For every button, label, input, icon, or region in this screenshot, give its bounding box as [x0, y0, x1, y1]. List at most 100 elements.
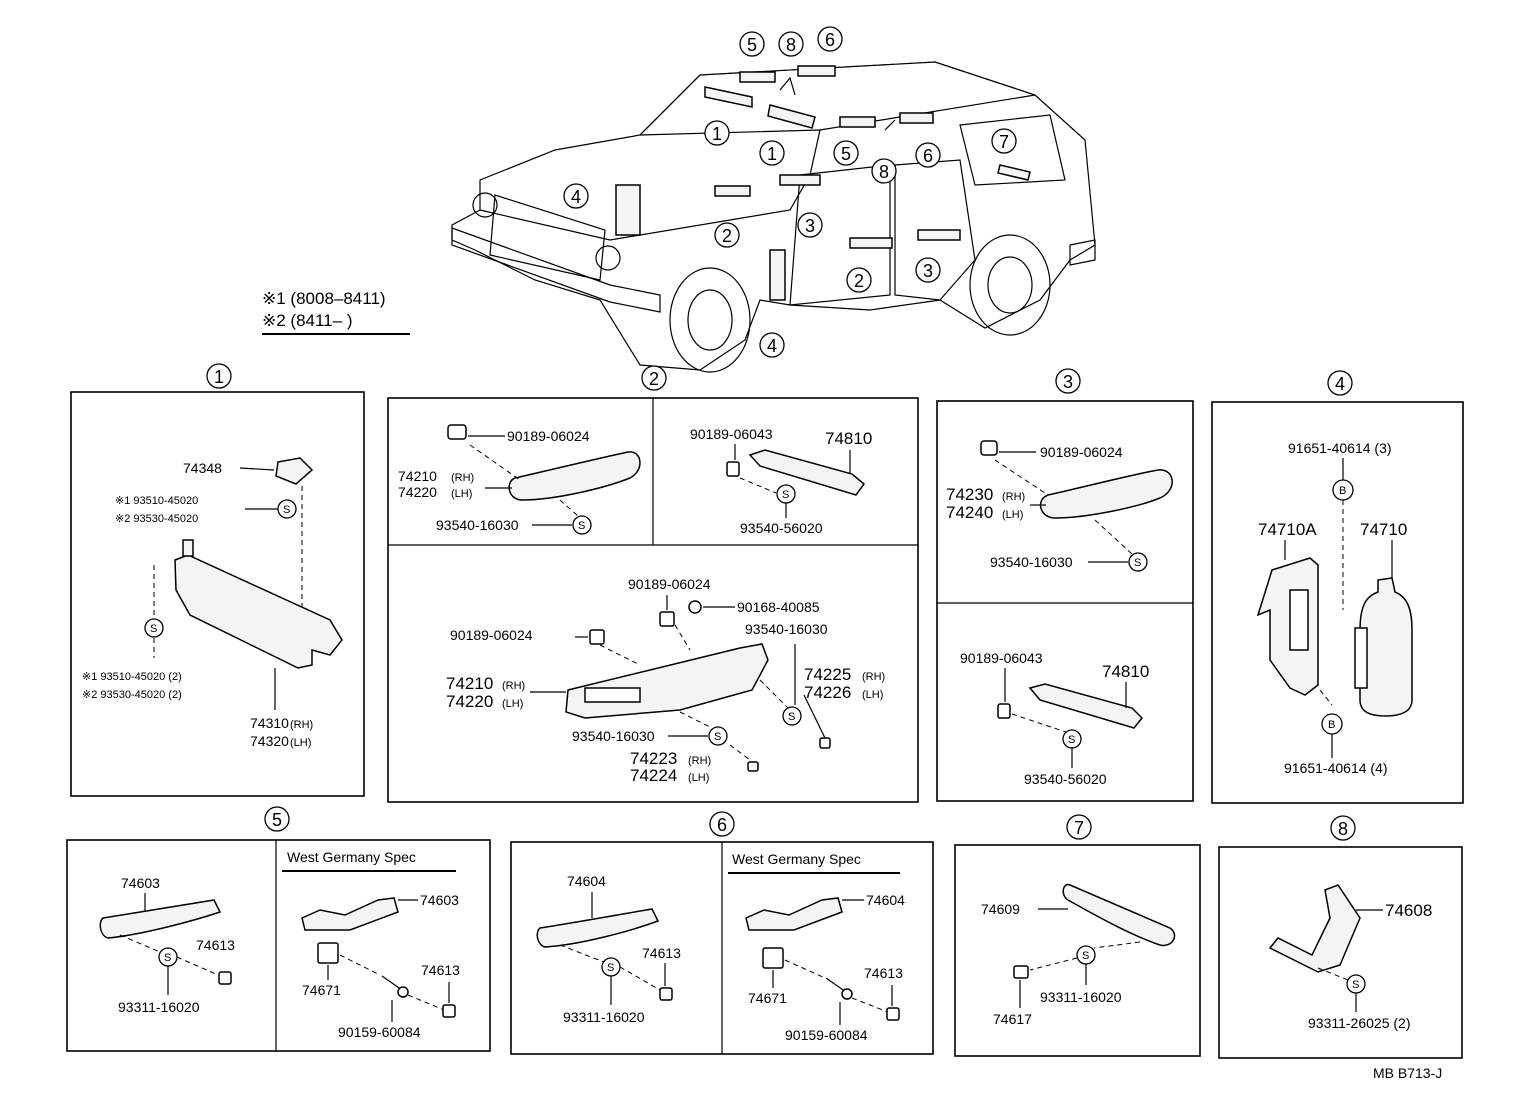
- svg-text:S: S: [283, 504, 290, 516]
- svg-text:93540-16030: 93540-16030: [436, 517, 519, 533]
- section-1-sun-visor: 1 74348 ※1 93510-45020 ※2 93530-45020 S …: [70, 363, 365, 797]
- svg-text:1: 1: [712, 124, 722, 144]
- svg-text:74220: 74220: [398, 484, 437, 500]
- svg-text:West Germany Spec: West Germany Spec: [287, 849, 416, 865]
- overview-callouts: 5 8 6 1 1 5 8 6 7 4 2 3 2 3 4: [563, 26, 1017, 358]
- svg-text:8: 8: [786, 35, 796, 55]
- svg-text:93540-56020: 93540-56020: [1024, 771, 1107, 787]
- vehicle-illustration: [451, 61, 1096, 373]
- svg-text:B: B: [1328, 719, 1335, 731]
- visor-holder: [275, 457, 314, 485]
- svg-text:74613: 74613: [196, 937, 235, 953]
- svg-text:90189-06043: 90189-06043: [690, 426, 773, 442]
- svg-text:74671: 74671: [748, 990, 787, 1006]
- svg-text:(RH): (RH): [1002, 491, 1025, 503]
- svg-text:6: 6: [825, 30, 835, 50]
- svg-text:S: S: [1134, 557, 1141, 569]
- sun-visor: [174, 554, 343, 669]
- svg-text:(RH): (RH): [502, 680, 525, 692]
- svg-text:5: 5: [747, 35, 757, 55]
- svg-text:74613: 74613: [642, 945, 681, 961]
- svg-text:2: 2: [854, 271, 864, 291]
- svg-text:(RH): (RH): [862, 671, 885, 683]
- svg-text:3: 3: [1063, 372, 1073, 392]
- svg-text:3: 3: [923, 261, 933, 281]
- svg-text:※1 (8008–8411): ※1 (8008–8411): [262, 289, 386, 308]
- svg-text:5: 5: [272, 810, 282, 830]
- svg-text:90189-06024: 90189-06024: [507, 428, 590, 444]
- svg-text:74604: 74604: [567, 873, 606, 889]
- svg-text:74240: 74240: [946, 503, 993, 522]
- svg-text:7: 7: [1074, 818, 1084, 838]
- svg-text:West Germany Spec: West Germany Spec: [732, 851, 861, 867]
- svg-text:90189-06043: 90189-06043: [960, 650, 1043, 666]
- svg-text:S: S: [714, 731, 721, 743]
- svg-text:S: S: [788, 711, 795, 723]
- date-legend: ※1 (8008–8411) ※2 (8411– ): [262, 289, 410, 335]
- svg-text:74226: 74226: [804, 683, 851, 702]
- svg-text:5: 5: [841, 144, 851, 164]
- svg-text:1: 1: [767, 144, 777, 164]
- section-7-rear-grip: 7 74609 S 93311-16020 74617: [954, 814, 1201, 1057]
- svg-text:74320: 74320: [250, 733, 289, 749]
- svg-text:74603: 74603: [121, 875, 160, 891]
- svg-text:91651-40614 (3): 91651-40614 (3): [1288, 440, 1392, 456]
- svg-text:2: 2: [649, 369, 659, 389]
- svg-text:90189-06024: 90189-06024: [450, 627, 533, 643]
- svg-text:74230: 74230: [946, 485, 993, 504]
- svg-text:S: S: [578, 520, 585, 532]
- svg-text:74810: 74810: [825, 429, 872, 448]
- section-6-roof-grips: 6 74604 S 93311-16020 74613 West Germany…: [510, 811, 934, 1055]
- section-3-assist-grips: 3 90189-06024 74230 (RH) 74240 (LH) 9354…: [936, 368, 1194, 802]
- svg-text:74608: 74608: [1385, 901, 1432, 920]
- svg-text:93311-26025 (2): 93311-26025 (2): [1308, 1015, 1410, 1031]
- svg-text:S: S: [782, 489, 789, 501]
- svg-text:74710: 74710: [1360, 520, 1407, 539]
- svg-text:74210: 74210: [446, 674, 493, 693]
- svg-text:74613: 74613: [421, 962, 460, 978]
- svg-text:6: 6: [717, 815, 727, 835]
- svg-text:(LH): (LH): [1002, 509, 1023, 521]
- svg-text:90159-60084: 90159-60084: [338, 1024, 421, 1040]
- svg-text:93311-16020: 93311-16020: [118, 999, 200, 1015]
- svg-text:(RH): (RH): [451, 472, 474, 484]
- svg-text:4: 4: [767, 336, 777, 356]
- svg-text:※2 93530-45020: ※2 93530-45020: [115, 513, 198, 525]
- svg-text:7: 7: [999, 132, 1009, 152]
- svg-text:93311-16020: 93311-16020: [1040, 989, 1122, 1005]
- svg-text:74223: 74223: [630, 749, 677, 768]
- svg-text:6: 6: [923, 146, 933, 166]
- svg-text:74348: 74348: [183, 460, 222, 476]
- svg-text:90168-40085: 90168-40085: [737, 599, 820, 615]
- svg-text:(RH): (RH): [688, 755, 711, 767]
- section-8-coat-hook-grip: 8 74608 S 93311-26025 (2): [1218, 815, 1463, 1059]
- svg-text:91651-40614 (4): 91651-40614 (4): [1284, 760, 1388, 776]
- svg-text:(LH): (LH): [290, 737, 311, 749]
- svg-text:74613: 74613: [864, 965, 903, 981]
- svg-text:※1 93510-45020: ※1 93510-45020: [115, 495, 198, 507]
- svg-text:74220: 74220: [446, 692, 493, 711]
- svg-text:S: S: [164, 952, 171, 964]
- svg-text:※1 93510-45020 (2): ※1 93510-45020 (2): [82, 671, 182, 683]
- svg-text:93540-16030: 93540-16030: [572, 728, 655, 744]
- svg-text:2: 2: [722, 226, 732, 246]
- svg-text:93311-16020: 93311-16020: [563, 1009, 645, 1025]
- svg-text:74671: 74671: [302, 982, 341, 998]
- svg-text:※2 93530-45020 (2): ※2 93530-45020 (2): [82, 689, 182, 701]
- svg-text:93540-16030: 93540-16030: [990, 554, 1073, 570]
- svg-text:(LH): (LH): [451, 488, 472, 500]
- svg-text:90189-06024: 90189-06024: [628, 576, 711, 592]
- svg-text:74225: 74225: [804, 665, 851, 684]
- svg-text:4: 4: [571, 187, 581, 207]
- svg-text:S: S: [607, 962, 614, 974]
- section-5-roof-grips: 5 74603 S 93311-16020 74613 West Germany…: [66, 806, 491, 1052]
- svg-text:(LH): (LH): [688, 772, 709, 784]
- svg-text:74224: 74224: [630, 766, 677, 785]
- svg-text:(LH): (LH): [502, 698, 523, 710]
- svg-text:4: 4: [1335, 374, 1345, 394]
- svg-text:90159-60084: 90159-60084: [785, 1027, 868, 1043]
- svg-text:B: B: [1339, 485, 1346, 497]
- svg-text:8: 8: [1338, 819, 1348, 839]
- svg-text:93540-16030: 93540-16030: [745, 621, 828, 637]
